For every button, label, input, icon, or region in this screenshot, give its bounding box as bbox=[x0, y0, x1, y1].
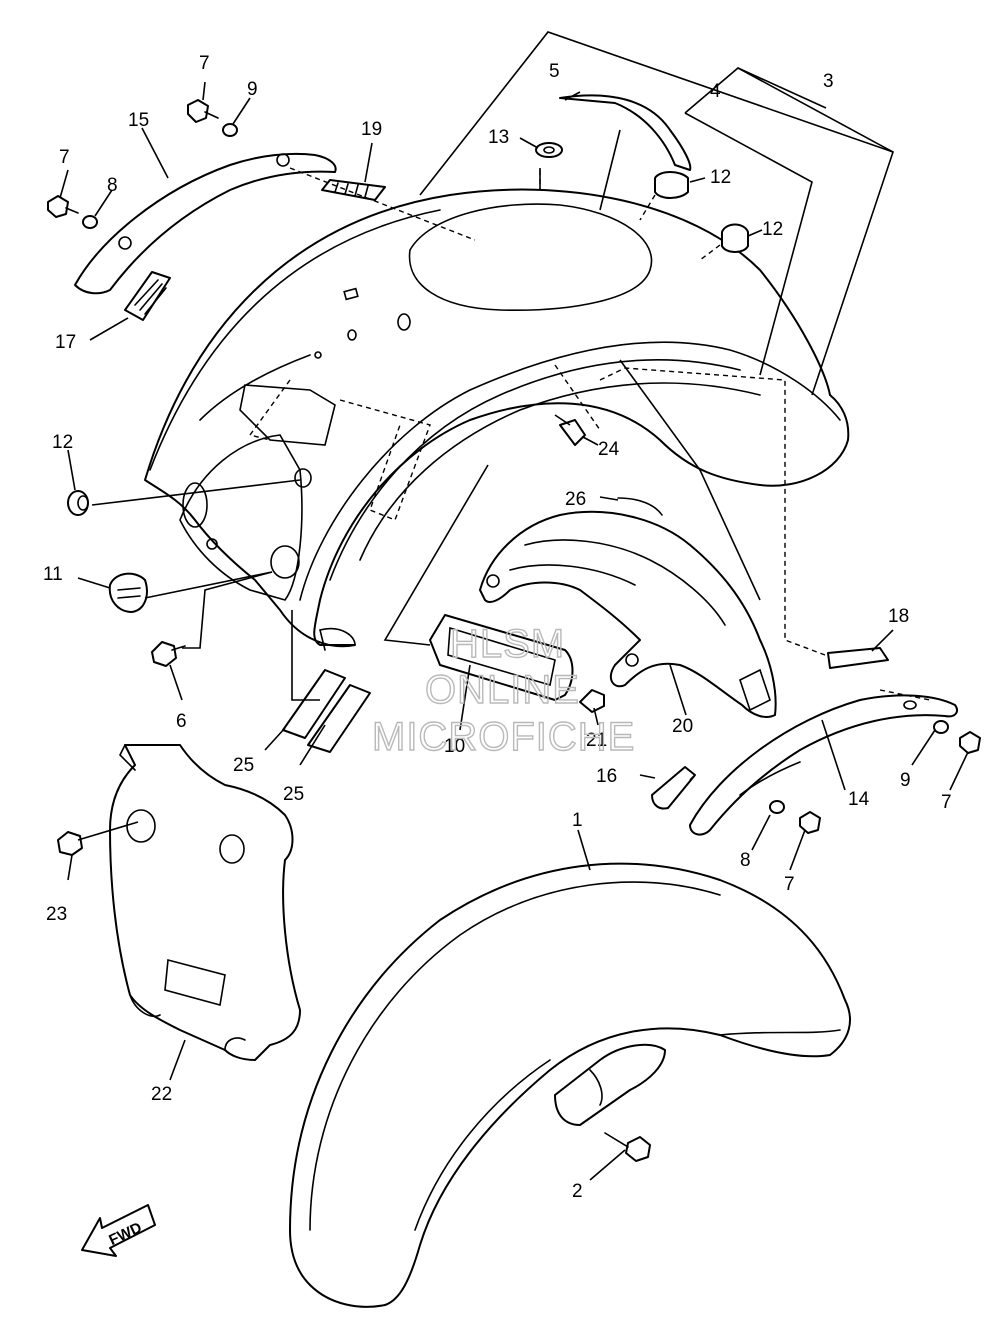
callout-25b: 25 bbox=[283, 784, 304, 805]
callout-13: 13 bbox=[488, 127, 509, 148]
callout-12a: 12 bbox=[710, 167, 731, 188]
callout-8a: 8 bbox=[107, 175, 118, 196]
callout-labels: 1 2 3 4 5 6 7 7 7 7 8 8 9 9 10 11 12 12 … bbox=[43, 53, 952, 1202]
pad-16[interactable] bbox=[651, 766, 696, 810]
fwd-arrow-icon: FWD bbox=[81, 1204, 156, 1257]
callout-11: 11 bbox=[43, 564, 63, 585]
clip-24[interactable] bbox=[559, 419, 586, 446]
front-fender[interactable] bbox=[289, 862, 851, 1308]
rear-rail-left[interactable] bbox=[74, 152, 337, 295]
callout-14: 14 bbox=[848, 789, 870, 810]
callout-5: 5 bbox=[549, 61, 560, 82]
callout-7a: 7 bbox=[199, 53, 210, 74]
callout-21: 21 bbox=[586, 730, 607, 751]
callout-9a: 9 bbox=[247, 79, 258, 100]
clamp-21[interactable] bbox=[579, 689, 605, 713]
grommet-12-left[interactable] bbox=[67, 490, 89, 516]
washer-8-a[interactable] bbox=[82, 215, 98, 229]
grommet-13[interactable] bbox=[535, 142, 563, 158]
spacer-26[interactable] bbox=[617, 497, 663, 516]
bolt-7-c[interactable] bbox=[959, 731, 981, 754]
bolt-6[interactable] bbox=[151, 641, 186, 667]
callout-16: 16 bbox=[596, 766, 617, 787]
leader-lines bbox=[59, 81, 969, 1181]
emblem-5[interactable] bbox=[559, 94, 692, 171]
pad-18[interactable] bbox=[827, 647, 889, 669]
grommet-12-top[interactable] bbox=[654, 171, 689, 199]
callout-18: 18 bbox=[888, 606, 909, 627]
front-rail-right[interactable] bbox=[689, 694, 958, 836]
bolt-2[interactable] bbox=[604, 1132, 651, 1162]
pad-17[interactable] bbox=[124, 271, 171, 321]
callout-1: 1 bbox=[572, 810, 583, 831]
callout-24: 24 bbox=[598, 439, 620, 460]
label-25b[interactable] bbox=[307, 684, 371, 753]
rear-fender[interactable] bbox=[144, 188, 850, 651]
bolt-23[interactable] bbox=[57, 831, 83, 856]
side-cover[interactable] bbox=[109, 744, 301, 1061]
bolt-7-a[interactable] bbox=[187, 99, 219, 123]
watermark-line-2: ONLINE bbox=[425, 668, 580, 712]
callout-8b: 8 bbox=[740, 850, 751, 871]
callout-15: 15 bbox=[128, 110, 149, 131]
callout-26: 26 bbox=[565, 489, 586, 510]
assembly-bracket-lines bbox=[419, 31, 895, 396]
callout-4: 4 bbox=[710, 81, 721, 102]
callout-9b: 9 bbox=[900, 770, 911, 791]
callout-7d: 7 bbox=[784, 874, 795, 895]
mudguard[interactable] bbox=[479, 510, 777, 718]
bolt-7-d[interactable] bbox=[799, 811, 821, 834]
callout-25a: 25 bbox=[233, 755, 254, 776]
callout-10: 10 bbox=[444, 736, 465, 757]
washer-9-a[interactable] bbox=[222, 123, 238, 137]
bracket[interactable] bbox=[429, 614, 574, 701]
callout-7b: 7 bbox=[59, 147, 70, 168]
callout-3: 3 bbox=[823, 71, 834, 92]
callout-12b: 12 bbox=[762, 219, 783, 240]
cap-11[interactable] bbox=[108, 572, 148, 613]
washer-9-b[interactable] bbox=[933, 720, 949, 734]
watermark-line-1: HLSM bbox=[450, 622, 565, 666]
callout-23: 23 bbox=[46, 904, 67, 925]
callout-20: 20 bbox=[672, 716, 693, 737]
washer-8-b[interactable] bbox=[769, 800, 785, 814]
grommet-12-right[interactable] bbox=[721, 223, 749, 253]
callout-7c: 7 bbox=[941, 792, 952, 813]
callout-17: 17 bbox=[55, 332, 76, 353]
callout-2: 2 bbox=[572, 1181, 583, 1202]
callout-12c: 12 bbox=[52, 432, 73, 453]
watermark-line-3: MICROFICHE bbox=[372, 715, 635, 759]
pad-19[interactable] bbox=[321, 179, 386, 201]
callout-19: 19 bbox=[361, 119, 382, 140]
label-25a[interactable] bbox=[282, 669, 346, 739]
watermark: HLSM ONLINE MICROFICHE bbox=[371, 621, 635, 759]
bolt-7-b[interactable] bbox=[47, 195, 79, 218]
callout-22: 22 bbox=[151, 1084, 172, 1105]
callout-6: 6 bbox=[176, 711, 187, 732]
